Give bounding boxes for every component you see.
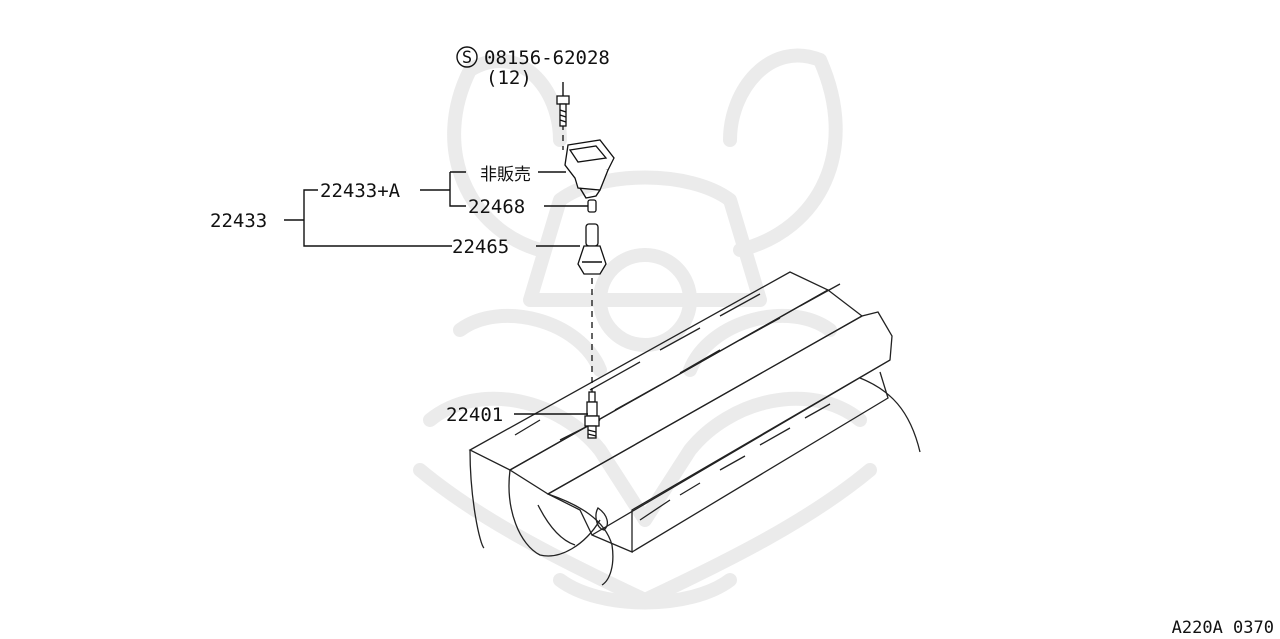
plug-boot-part (577, 223, 607, 275)
bolt-part (556, 95, 570, 127)
watermark-emblem (413, 48, 877, 610)
label-22433-A: 22433+A (320, 180, 401, 202)
service-symbol-letter: S (462, 48, 472, 68)
bolt-part-number: 08156-62028 (484, 47, 610, 69)
label-22465: 22465 (452, 236, 509, 258)
figure-code: A220A 0370 (1172, 618, 1274, 638)
label-22401: 22401 (446, 404, 503, 426)
leader-lines (284, 82, 588, 415)
bolt-spec-callout: S 08156-62028 (12) (456, 46, 610, 89)
bolt-quantity: (12) (486, 67, 532, 89)
service-symbol-icon (456, 46, 478, 68)
spark-plug-part (584, 391, 600, 439)
not-for-sale-label: 非販売 (480, 165, 531, 185)
grommet-part (587, 199, 597, 213)
label-22433: 22433 (210, 210, 267, 232)
engine-head-illustration (468, 271, 921, 586)
ignition-coil-part (564, 139, 615, 199)
label-22468: 22468 (468, 196, 525, 218)
